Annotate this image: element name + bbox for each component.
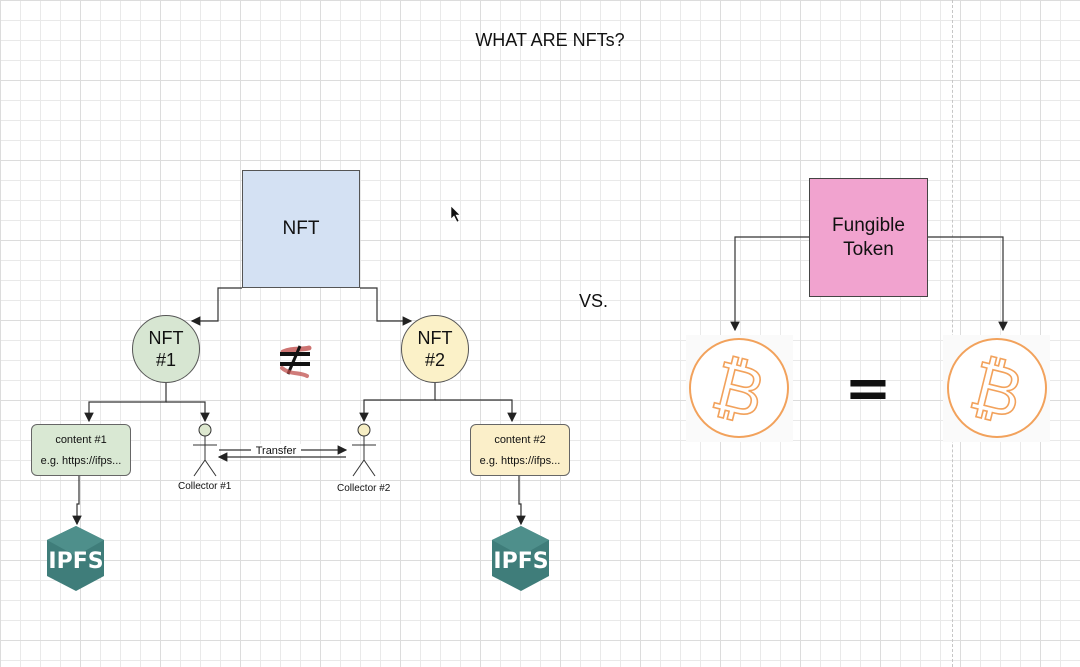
connector-nft1-to-content1	[84, 383, 167, 423]
nft-2-node: NFT #2	[401, 315, 469, 383]
fungible-token-box: Fungible Token	[809, 178, 928, 297]
not-equal-sign-icon	[280, 345, 312, 378]
page-break-line	[952, 0, 953, 667]
content-1-box: content #1 e.g. https://ifps...	[31, 424, 131, 476]
connector-nft2-to-content2	[435, 399, 517, 423]
bitcoin-icon: ₿	[686, 335, 793, 442]
collector-1-label: Collector #1	[178, 481, 232, 492]
collector-2-label: Collector #2	[337, 483, 391, 494]
connector-ft-to-coin-left	[730, 236, 809, 332]
nft-2-line1: NFT	[417, 328, 453, 348]
nft-root-label: NFT	[282, 218, 320, 239]
content-1-title: content #1	[55, 433, 107, 446]
connector-nft-to-nft1	[190, 287, 242, 326]
bitcoin-icon: ₿	[943, 335, 1050, 442]
connector-nft1-to-collector1	[166, 401, 210, 423]
content-2-title: content #2	[494, 433, 546, 446]
connector-nft-to-nft2	[360, 287, 413, 326]
stick-figure-icon	[352, 423, 376, 477]
content-2-url: e.g. https://ifps...	[479, 454, 561, 467]
ipfs-label: IPFS	[493, 549, 548, 574]
fungible-token-line2: Token	[843, 238, 894, 260]
nft-1-line1: NFT	[148, 328, 184, 348]
mouse-pointer-icon	[450, 205, 461, 223]
nft-2-line2: #2	[424, 350, 446, 370]
connector-content1-to-ipfs1	[72, 476, 82, 526]
connector-nft2-to-collector2	[359, 383, 436, 423]
connector-content2-to-ipfs2	[516, 476, 526, 526]
ipfs-label: IPFS	[48, 549, 103, 574]
ipfs-hexagon-icon	[47, 526, 104, 591]
stick-figure-icon	[193, 423, 217, 477]
nft-1-node: NFT #1	[132, 315, 200, 383]
vs-label: VS.	[579, 291, 609, 311]
transfer-label: Transfer	[256, 445, 297, 457]
diagram-title: WHAT ARE NFTs?	[475, 30, 625, 50]
nft-1-line2: #1	[155, 350, 177, 370]
connector-ft-to-coin-right	[928, 236, 1008, 332]
content-2-box: content #2 e.g. https://ifps...	[470, 424, 570, 476]
ipfs-hexagon-icon	[492, 526, 549, 591]
nft-root-box: NFT	[242, 170, 360, 288]
content-1-url: e.g. https://ifps...	[40, 454, 122, 467]
equals-sign: =	[845, 356, 892, 421]
fungible-token-line1: Fungible	[832, 214, 905, 236]
